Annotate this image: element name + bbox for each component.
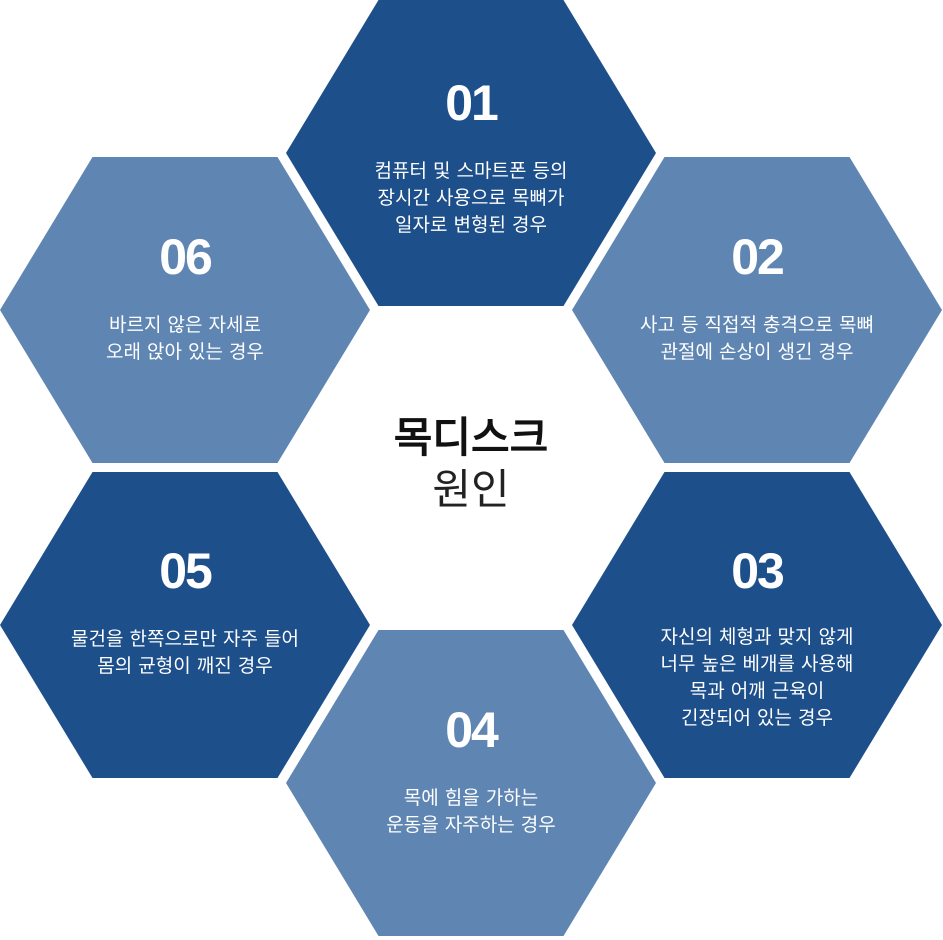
cause-line: 바르지 않은 자세로 bbox=[109, 314, 261, 336]
cause-description: 물건을 한쪽으로만 자주 들어 몸의 균형이 깨진 경우 bbox=[0, 626, 370, 680]
cause-number: 05 bbox=[159, 543, 213, 599]
cause-line: 긴장되어 있는 경우 bbox=[681, 707, 833, 729]
hexagon-shape-04 bbox=[286, 630, 656, 936]
cause-number: 06 bbox=[159, 229, 213, 285]
hexagon-shape-01 bbox=[286, 0, 656, 306]
diagram-title: 목디스크 bbox=[393, 413, 549, 462]
center-label: 목디스크 원인 bbox=[321, 412, 621, 516]
hexagon-shape-03 bbox=[572, 472, 942, 778]
cause-hex-01: 01 컴퓨터 및 스마트폰 등의 장시간 사용으로 목뼈가 일자로 변형된 경우 bbox=[286, 78, 656, 239]
hexagon-shape-05 bbox=[0, 472, 370, 778]
cause-hex-02: 02 사고 등 직접적 충격으로 목뼈 관절에 손상이 생긴 경우 bbox=[572, 232, 942, 366]
cause-line: 사고 등 직접적 충격으로 목뼈 bbox=[640, 314, 874, 336]
diagram-subtitle: 원인 bbox=[432, 465, 510, 514]
cause-line: 목에 힘을 가하는 bbox=[403, 787, 539, 809]
hexagon-shape-06 bbox=[0, 157, 370, 463]
cause-hex-03: 03 자신의 체형과 맞지 않게 너무 높은 베개를 사용해 목과 어깨 근육이… bbox=[572, 546, 942, 732]
cause-number: 02 bbox=[731, 229, 785, 285]
cause-line: 컴퓨터 및 스마트폰 등의 bbox=[374, 160, 568, 182]
cause-line: 일자로 변형된 경우 bbox=[395, 214, 547, 236]
cause-number: 01 bbox=[445, 75, 499, 131]
cause-hex-05: 05 물건을 한쪽으로만 자주 들어 몸의 균형이 깨진 경우 bbox=[0, 546, 370, 680]
cause-description: 사고 등 직접적 충격으로 목뼈 관절에 손상이 생긴 경우 bbox=[572, 312, 942, 366]
cause-line: 물건을 한쪽으로만 자주 들어 bbox=[71, 628, 299, 650]
cause-description: 목에 힘을 가하는 운동을 자주하는 경우 bbox=[286, 785, 656, 839]
cause-hex-06: 06 바르지 않은 자세로 오래 앉아 있는 경우 bbox=[0, 232, 370, 366]
cause-description: 바르지 않은 자세로 오래 앉아 있는 경우 bbox=[0, 312, 370, 366]
cause-line: 자신의 체형과 맞지 않게 bbox=[660, 626, 854, 648]
cause-hex-04: 04 목에 힘을 가하는 운동을 자주하는 경우 bbox=[286, 705, 656, 839]
cause-line: 너무 높은 베개를 사용해 bbox=[660, 653, 854, 675]
cause-number: 03 bbox=[731, 543, 785, 599]
hexagon-shape-02 bbox=[572, 157, 942, 463]
cause-line: 오래 앉아 있는 경우 bbox=[106, 341, 264, 363]
cause-line: 운동을 자주하는 경우 bbox=[386, 814, 556, 836]
cause-description: 컴퓨터 및 스마트폰 등의 장시간 사용으로 목뼈가 일자로 변형된 경우 bbox=[286, 158, 656, 239]
cause-line: 장시간 사용으로 목뼈가 bbox=[377, 187, 565, 209]
cause-line: 관절에 손상이 생긴 경우 bbox=[660, 341, 854, 363]
cause-number: 04 bbox=[445, 702, 499, 758]
cause-description: 자신의 체형과 맞지 않게 너무 높은 베개를 사용해 목과 어깨 근육이 긴장… bbox=[572, 624, 942, 732]
cause-line: 목과 어깨 근육이 bbox=[689, 680, 825, 702]
cause-line: 몸의 균형이 깨진 경우 bbox=[97, 655, 273, 677]
